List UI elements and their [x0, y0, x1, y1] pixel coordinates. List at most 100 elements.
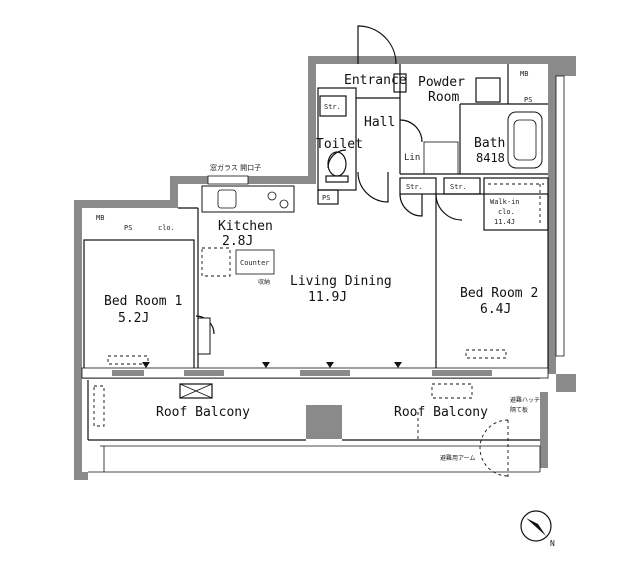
label-str-b: Str. — [450, 183, 467, 191]
label-bed-room-1: Bed Room 1 — [104, 294, 182, 309]
label-walk-in-2: clo. — [498, 208, 515, 216]
wall-right-bottom — [556, 374, 576, 392]
window-sash-2 — [184, 370, 224, 376]
str-box-a — [399, 177, 437, 195]
fixtures — [93, 73, 544, 480]
label-powder-room-1: Powder — [418, 75, 465, 90]
ac-outdoor-left — [93, 385, 105, 427]
bed2-outline — [435, 193, 549, 371]
toilet-door — [327, 149, 347, 169]
label-ps-kitchen: PS — [322, 194, 330, 202]
label-str-a: Str. — [406, 183, 423, 191]
ac-unit-bed2 — [465, 349, 507, 359]
wall-bed1-top — [74, 200, 178, 208]
walk-in-outline — [483, 177, 549, 231]
bath-tub — [507, 111, 543, 169]
bed1-sliding-door — [197, 317, 211, 355]
powder-door — [399, 119, 423, 143]
wall-top-right-corner — [556, 56, 576, 76]
label-hall: Hall — [364, 115, 395, 130]
windows — [81, 75, 565, 379]
label-bed-room-1-size: 5.2J — [118, 311, 149, 326]
stove-burner-1 — [267, 191, 277, 201]
bed2-door — [435, 193, 463, 221]
label-kitchen-size: 2.8J — [222, 234, 253, 249]
hatch-cross-2 — [179, 383, 213, 399]
room-labels: Entrance Powder Room Hall Toilet Bath 84… — [104, 73, 538, 420]
wall-top — [308, 56, 566, 64]
window-sash-4 — [432, 370, 492, 376]
small-labels: Str. Str. Str. Lin Walk-in clo. 11.4J cl… — [96, 70, 532, 267]
balcony-arm-arc — [479, 419, 509, 477]
note-living: 収納 — [258, 278, 270, 286]
label-roof-balcony-left: Roof Balcony — [156, 405, 250, 420]
label-living-dining-size: 11.9J — [308, 290, 347, 305]
note-balcony-2: 隔て板 — [510, 406, 528, 414]
label-powder-room-2: Room — [428, 90, 459, 105]
fridge-space — [201, 247, 231, 277]
label-bath: Bath — [474, 136, 505, 151]
bath-tub-inner — [513, 119, 537, 161]
str-box-b — [443, 177, 481, 195]
label-clo: clo. — [158, 224, 175, 232]
outer-walls — [74, 56, 576, 480]
wall-balcony-right — [540, 392, 548, 468]
kitchen-counter — [201, 185, 295, 213]
label-living-dining: Living Dining — [290, 274, 392, 289]
tick-3 — [326, 362, 334, 368]
label-bed-room-2-size: 6.4J — [480, 302, 511, 317]
label-roof-balcony-right: Roof Balcony — [394, 405, 488, 420]
window-sash-3 — [300, 370, 350, 376]
wall-left — [74, 200, 82, 480]
stove-burner-2 — [279, 199, 289, 209]
entrance-door — [357, 25, 397, 65]
label-kitchen: Kitchen — [218, 219, 273, 234]
north-arrow-icon: N — [520, 510, 555, 548]
label-mb-left: MB — [96, 214, 104, 222]
note-balcony-3: 避難用アーム — [440, 454, 475, 462]
note-balcony-1: 避難ハッチ — [510, 396, 540, 404]
label-mb-top: MB — [520, 70, 528, 78]
right-window — [555, 75, 565, 357]
entrance-shoe-box — [393, 73, 407, 93]
wall-kitchen-step — [170, 176, 178, 208]
hall-door — [357, 171, 389, 203]
tick-1 — [142, 362, 150, 368]
escape-hatch — [179, 383, 213, 399]
kitchen-window — [207, 175, 249, 185]
compass-label: N — [550, 539, 555, 548]
label-entrance: Entrance — [344, 73, 407, 88]
label-walk-in-3: 11.4J — [494, 218, 515, 226]
label-str-toilet: Str. — [324, 103, 341, 111]
str-door-a — [399, 193, 423, 217]
label-ps-bath: PS — [524, 96, 532, 104]
kitchen-island — [235, 249, 275, 275]
toilet-bowl — [327, 151, 347, 177]
label-toilet: Toilet — [316, 137, 363, 152]
toilet-tank — [325, 175, 349, 183]
japanese-notes: 窓ガラス 開口子 収納 避難ハッチ 隔て板 避難用アーム — [210, 163, 540, 462]
label-ps-left: PS — [124, 224, 132, 232]
label-walk-in-1: Walk-in — [490, 198, 520, 206]
label-lin: Lin — [404, 153, 420, 163]
shower-area — [423, 141, 459, 175]
kitchen-sink — [217, 189, 237, 209]
str-box-toilet — [319, 95, 347, 117]
wall-bottom-left — [74, 472, 88, 480]
label-counter: Counter — [240, 259, 270, 267]
basin — [475, 77, 501, 103]
wall-entrance-left — [308, 56, 316, 184]
wall-balcony-pillar — [306, 405, 342, 439]
note-kitchen-top: 窓ガラス 開口子 — [210, 163, 261, 172]
label-bath-size: 8418 — [476, 151, 505, 165]
ps-box-kitchen — [317, 189, 339, 205]
ac-outdoor-right — [431, 383, 473, 399]
tick-4 — [394, 362, 402, 368]
window-sash-1 — [112, 370, 144, 376]
wall-right — [548, 64, 556, 374]
ac-unit-bed1 — [107, 355, 149, 365]
label-bed-room-2: Bed Room 2 — [460, 286, 538, 301]
compass-needle — [526, 518, 546, 536]
tick-2 — [262, 362, 270, 368]
